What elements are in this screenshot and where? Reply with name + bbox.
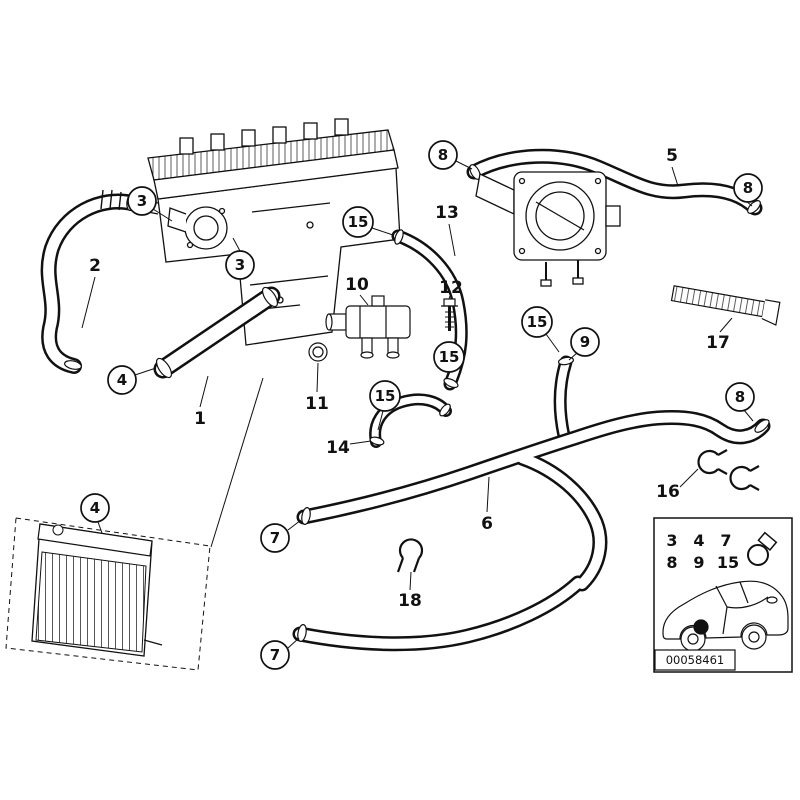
callout-17: 17 (706, 317, 733, 353)
callout-label: 4 (117, 371, 127, 389)
callout-1: 1 (194, 375, 209, 429)
callout-7b: 7 (260, 637, 300, 670)
valve-cover-port (334, 118, 349, 136)
callout-label: 13 (435, 203, 459, 223)
callout-label: 18 (398, 591, 422, 611)
callout-label: 15 (439, 348, 460, 366)
callout-label: 8 (438, 146, 448, 164)
bolt (540, 262, 552, 287)
filler-cap (52, 524, 64, 536)
hose-6 (292, 410, 771, 652)
bolt-12 (441, 298, 458, 331)
callout-13: 13 (435, 203, 459, 257)
callout-15d: 15 (433, 341, 465, 373)
callout-5: 5 (666, 146, 679, 187)
strap-17 (670, 285, 781, 326)
callout-label: 15 (375, 387, 396, 405)
part-number: 00058461 (666, 653, 725, 667)
callout-label: 5 (666, 146, 678, 166)
callout-10: 10 (345, 275, 369, 306)
callout-label: 8 (735, 388, 745, 406)
callout-3a: 3 (127, 186, 173, 222)
callout-12: 12 (439, 278, 463, 300)
hose-5 (466, 148, 763, 216)
callouts: 2 3 3 4 1 4 8 (80, 140, 763, 670)
callout-label: 12 (439, 278, 463, 298)
valve-cover-port (241, 129, 256, 147)
callout-label: 10 (345, 275, 369, 295)
callout-8b: 8 (733, 173, 763, 207)
callout-7a: 7 (260, 519, 302, 553)
legend-box: 3 4 7 8 9 15 00058461 (653, 517, 793, 673)
callout-6: 6 (481, 476, 493, 534)
legend-number: 3 (666, 531, 677, 550)
callout-8c: 8 (725, 382, 755, 422)
thermostat-housing (167, 206, 228, 250)
callout-label: 9 (580, 333, 590, 351)
callout-15b: 15 (521, 306, 560, 353)
valve-cover-port (179, 137, 194, 155)
location-dot (693, 619, 709, 635)
callout-4b: 4 (80, 493, 110, 534)
callout-18: 18 (398, 571, 422, 611)
part-number-box: 00058461 (654, 649, 736, 671)
callout-8a: 8 (428, 140, 473, 170)
callout-4a: 4 (107, 365, 157, 395)
engine-block (132, 118, 401, 346)
callout-label: 17 (706, 333, 730, 353)
callout-label: 15 (527, 313, 548, 331)
callout-label: 8 (743, 179, 753, 197)
callout-15c: 15 (369, 380, 401, 431)
callout-label: 14 (326, 438, 350, 458)
reference-line (210, 377, 264, 548)
callout-label: 7 (270, 529, 280, 547)
callout-14: 14 (326, 438, 372, 458)
callout-11: 11 (305, 362, 329, 414)
callout-label: 15 (348, 213, 369, 231)
hose-14 (369, 393, 452, 448)
hose-clamp-icon (697, 449, 760, 491)
radiator-top-tank (37, 523, 153, 557)
legend-number: 9 (693, 553, 704, 572)
valve-cover-port (303, 122, 318, 140)
legend-number: 8 (666, 553, 677, 572)
hose-clamp-icon (747, 531, 778, 566)
valve-cover-port (272, 126, 287, 144)
callout-15a: 15 (342, 206, 394, 238)
strap-hook (761, 299, 781, 326)
valve-cover-port (210, 133, 225, 151)
legend-number: 7 (720, 531, 731, 550)
water-valve (325, 295, 411, 359)
callout-label: 3 (235, 256, 245, 274)
o-ring (308, 342, 328, 362)
callout-label: 6 (481, 514, 493, 534)
legend-number: 4 (693, 531, 704, 550)
legend-number: 15 (717, 553, 739, 572)
callout-2: 2 (81, 256, 101, 329)
callout-label: 2 (89, 256, 101, 276)
hose-1 (153, 286, 281, 379)
bolt (572, 260, 584, 285)
callout-label: 3 (137, 192, 147, 210)
callout-label: 11 (305, 394, 329, 414)
radiator-reference-box (5, 517, 211, 671)
callout-3b: 3 (225, 237, 255, 280)
callout-label: 1 (194, 409, 206, 429)
callout-label: 16 (656, 482, 680, 502)
callout-label: 4 (90, 499, 100, 517)
callout-16: 16 (656, 468, 699, 502)
callout-9: 9 (568, 327, 600, 361)
throttle-body (475, 171, 621, 287)
callout-label: 7 (270, 646, 280, 664)
spring-clamp-icon (396, 538, 424, 573)
tps-connector (605, 205, 621, 227)
radiator-fins (35, 551, 147, 653)
radiator (5, 377, 264, 671)
